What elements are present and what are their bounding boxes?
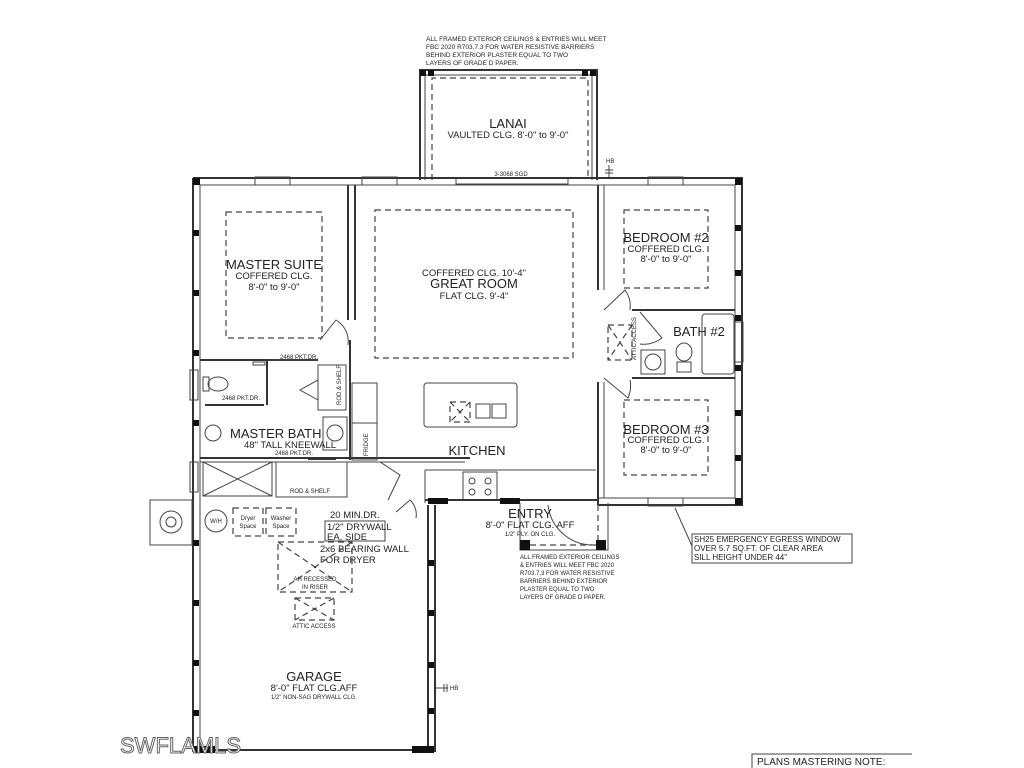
svg-text:PLANS MASTERING NOTE:: PLANS MASTERING NOTE:	[757, 757, 885, 768]
kitchen: KITCHEN	[423, 382, 598, 504]
bath-2: BATH #2 ATTIC ACCESS	[607, 311, 735, 375]
svg-text:COFFERED CLG.: COFFERED CLG.	[235, 271, 312, 282]
svg-text:EA. SIDE: EA. SIDE	[327, 532, 367, 543]
svg-text:IN RISER: IN RISER	[302, 585, 329, 591]
svg-text:W/H: W/H	[210, 519, 222, 525]
svg-text:1/2" NON-SAG DRYWALL CLG.: 1/2" NON-SAG DRYWALL CLG.	[271, 695, 357, 701]
master-suite: MASTER SUITE COFFERED CLG. 8'-0" to 9'-0…	[225, 211, 349, 346]
bedroom-3: BEDROOM #3 COFFERED CLG. 8'-0" to 9'-0"	[603, 377, 709, 476]
svg-text:GREAT ROOM: GREAT ROOM	[430, 276, 518, 291]
svg-text:2x6 BEARING WALL: 2x6 BEARING WALL	[320, 544, 409, 555]
svg-text:8'-0" to 9'-0": 8'-0" to 9'-0"	[640, 445, 691, 456]
svg-text:HB: HB	[450, 686, 458, 692]
svg-text:VAULTED CLG. 8'-0" to 9'-0": VAULTED CLG. 8'-0" to 9'-0"	[448, 130, 569, 141]
lanai-note: ALL FRAMED EXTERIOR CEILINGS & ENTRIES W…	[426, 36, 606, 67]
svg-text:Space: Space	[272, 524, 290, 530]
svg-text:2468 PKT.DR.: 2468 PKT.DR.	[222, 396, 260, 402]
svg-text:ATTIC ACCESS: ATTIC ACCESS	[293, 624, 336, 630]
laundry: W/H Dryer Space Washer Space 20 MIN.DR. …	[149, 499, 417, 630]
house-walls	[189, 176, 744, 752]
svg-text:LAYERS OF GRADE D PAPER.: LAYERS OF GRADE D PAPER.	[426, 60, 519, 67]
lanai: LANAI VAULTED CLG. 8'-0" to 9'-0" 3-3068…	[419, 69, 614, 185]
svg-text:LAYERS OF GRADE D PAPER.: LAYERS OF GRADE D PAPER.	[520, 595, 606, 601]
svg-text:OVER 5.7 SQ.FT. OF CLEAR AREA: OVER 5.7 SQ.FT. OF CLEAR AREA	[694, 544, 824, 553]
svg-text:FLAT CLG. 9'-4": FLAT CLG. 9'-4"	[440, 291, 509, 302]
svg-text:1/2" PLY. ON CLG.: 1/2" PLY. ON CLG.	[505, 532, 556, 538]
svg-text:MASTER BATH: MASTER BATH	[230, 426, 322, 441]
great-room: COFFERED CLG. 10'-4" GREAT ROOM FLAT CLG…	[374, 209, 574, 359]
svg-text:FBC 2020 R703.7.3 FOR WATER RE: FBC 2020 R703.7.3 FOR WATER RESISTIVE BA…	[426, 44, 595, 51]
mastering-note: PLANS MASTERING NOTE:	[751, 753, 912, 768]
svg-text:Dryer: Dryer	[241, 516, 256, 522]
egress-note: SH25 EMERGENCY EGRESS WINDOW OVER 5.7 SQ…	[674, 507, 853, 564]
svg-text:2468 PKT.DR.: 2468 PKT.DR.	[280, 355, 318, 361]
svg-text:BARRIERS BEHIND EXTERIOR: BARRIERS BEHIND EXTERIOR	[520, 579, 608, 585]
svg-text:3-3068 SGD: 3-3068 SGD	[494, 172, 528, 178]
svg-text:SILL HEIGHT UNDER 44": SILL HEIGHT UNDER 44"	[694, 553, 787, 562]
svg-text:8'-0" to 9'-0": 8'-0" to 9'-0"	[248, 282, 299, 293]
svg-text:BEDROOM #2: BEDROOM #2	[623, 230, 708, 245]
svg-text:48" TALL KNEEWALL: 48" TALL KNEEWALL	[244, 440, 336, 451]
svg-text:BEHIND EXTERIOR PLASTER EQUAL: BEHIND EXTERIOR PLASTER EQUAL TO TWO	[426, 52, 568, 59]
master-bath: 2468 PKT.DR. 2468 PKT.DR. MASTER BATH 48…	[202, 355, 401, 501]
svg-text:AH RECESSED: AH RECESSED	[293, 577, 337, 583]
svg-text:GARAGE: GARAGE	[286, 669, 342, 684]
svg-text:PLASTER EQUAL TO TWO: PLASTER EQUAL TO TWO	[520, 587, 595, 593]
svg-text:8'-0" to 9'-0": 8'-0" to 9'-0"	[640, 254, 691, 265]
svg-text:ALL FRAMED EXTERIOR CEILINGS &: ALL FRAMED EXTERIOR CEILINGS & ENTRIES W…	[426, 36, 606, 43]
svg-text:8'-0" FLAT CLG.AFF: 8'-0" FLAT CLG.AFF	[271, 683, 358, 694]
svg-text:HB: HB	[606, 159, 614, 165]
svg-text:1/2" DRYWALL: 1/2" DRYWALL	[327, 522, 392, 533]
svg-text:BATH #2: BATH #2	[673, 324, 725, 339]
svg-text:ROD & SHELF: ROD & SHELF	[290, 489, 330, 495]
entry-note: ALL FRAMED EXTERIOR CEILINGS & ENTRIES W…	[520, 555, 619, 601]
bedroom-2: BEDROOM #2 COFFERED CLG. 8'-0" to 9'-0"	[603, 209, 709, 311]
svg-text:FOR DRYER: FOR DRYER	[320, 555, 376, 566]
svg-text:COFFERED CLG.: COFFERED CLG.	[627, 244, 704, 255]
svg-text:2468 PKT.DR.: 2468 PKT.DR.	[275, 451, 313, 457]
svg-text:R703.7.3 FOR WATER RESISTIVE: R703.7.3 FOR WATER RESISTIVE	[520, 571, 614, 577]
svg-text:Space: Space	[239, 524, 257, 530]
watermark: SWFLAMLS	[120, 733, 241, 758]
svg-text:8'-0" FLAT CLG. AFF: 8'-0" FLAT CLG. AFF	[486, 520, 575, 531]
svg-text:FRIDGE: FRIDGE	[364, 433, 370, 456]
svg-text:ATTIC ACCESS: ATTIC ACCESS	[632, 317, 638, 360]
svg-text:COFFERED CLG.: COFFERED CLG.	[627, 435, 704, 446]
svg-text:KITCHEN: KITCHEN	[448, 443, 505, 458]
svg-text:ALL FRAMED EXTERIOR CEILINGS: ALL FRAMED EXTERIOR CEILINGS	[520, 555, 619, 561]
svg-text:BEDROOM #3: BEDROOM #3	[623, 422, 708, 437]
garage: GARAGE 8'-0" FLAT CLG.AFF 1/2" NON-SAG D…	[193, 505, 458, 753]
svg-text:MASTER SUITE: MASTER SUITE	[226, 257, 322, 272]
svg-text:20 MIN.DR.: 20 MIN.DR.	[330, 510, 380, 521]
svg-text:& ENTRIES WILL MEET FBC 2020: & ENTRIES WILL MEET FBC 2020	[520, 563, 615, 569]
svg-text:Washer: Washer	[271, 516, 291, 522]
svg-text:ROD & SHELF: ROD & SHELF	[337, 365, 343, 405]
svg-text:COFFERED CLG. 10'-4": COFFERED CLG. 10'-4"	[422, 268, 526, 279]
svg-text:SH25 EMERGENCY EGRESS WINDOW: SH25 EMERGENCY EGRESS WINDOW	[694, 535, 841, 544]
lanai-label: LANAI	[489, 116, 527, 131]
entry: ENTRY 8'-0" FLAT CLG. AFF 1/2" PLY. ON C…	[486, 503, 619, 601]
svg-text:ENTRY: ENTRY	[508, 506, 552, 521]
